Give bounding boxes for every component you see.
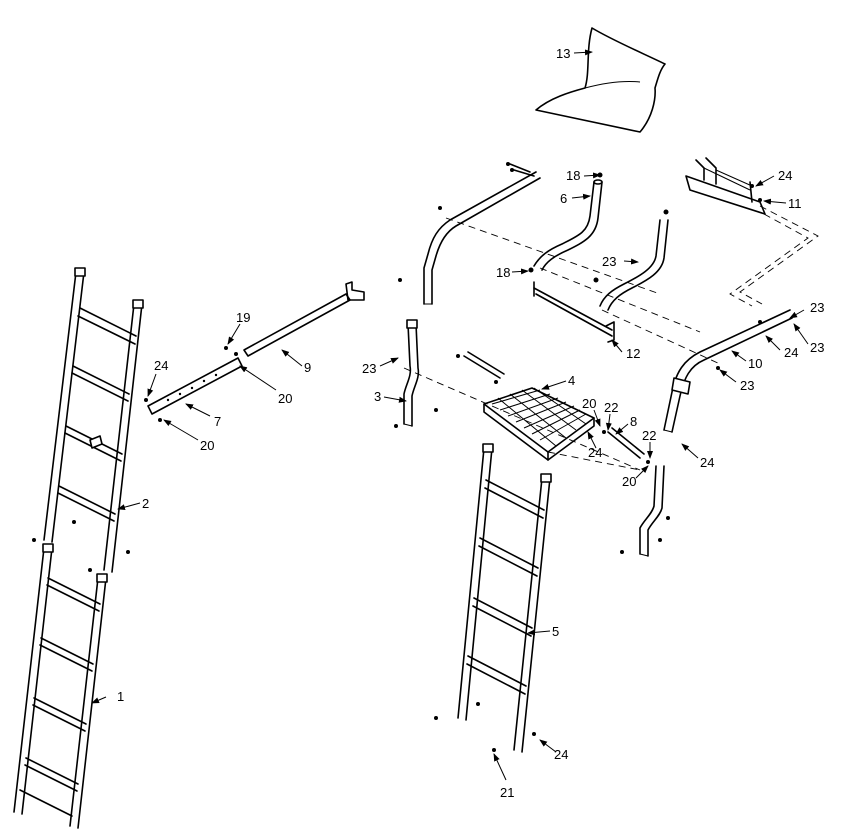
callout-6: 6 <box>560 191 567 206</box>
part-platform-mesh <box>456 351 595 461</box>
callout-24-arm: 24 <box>154 358 168 373</box>
callout-8: 8 <box>630 414 637 429</box>
callout-21: 21 <box>500 785 514 800</box>
callout-18-top: 18 <box>566 168 580 183</box>
part-front-right-leg <box>620 465 670 557</box>
part-main-seat-frame <box>663 309 793 433</box>
callout-23-frame: 23 <box>740 378 754 393</box>
callout-24-frame: 24 <box>784 345 798 360</box>
part-footrest-bracket <box>685 157 766 215</box>
part-seat-fabric <box>535 27 666 133</box>
part-arm-bar <box>224 281 365 357</box>
callout-5: 5 <box>552 624 559 639</box>
callout-23-tube: 23 <box>602 254 616 269</box>
callout-11: 11 <box>788 196 802 211</box>
callout-23-top-right: 23 <box>810 300 824 315</box>
callout-24-bracket: 24 <box>778 168 792 183</box>
callout-24-ladder: 24 <box>554 747 568 762</box>
callout-4: 4 <box>568 373 575 388</box>
callout-20-platform: 20 <box>582 396 596 411</box>
callout-9: 9 <box>304 360 311 375</box>
callout-2: 2 <box>142 496 149 511</box>
callout-19: 19 <box>236 310 250 325</box>
part-rear-leg <box>394 319 438 428</box>
callout-18-mid: 18 <box>496 265 510 280</box>
callout-labels: 1 2 3 4 5 6 7 8 9 10 11 12 13 18 18 19 2… <box>117 46 824 800</box>
alignment-lines <box>403 205 819 471</box>
part-cross-bar <box>533 281 615 343</box>
callout-22-upper: 22 <box>604 400 618 415</box>
part-right-curved-tube <box>593 209 669 311</box>
callout-20-left: 20 <box>200 438 214 453</box>
callout-20-right: 20 <box>622 474 636 489</box>
callout-7: 7 <box>214 414 221 429</box>
part-upper-ladder <box>32 267 144 573</box>
part-backrest-frame <box>398 162 541 305</box>
callout-22-lower: 22 <box>642 428 656 443</box>
callout-3: 3 <box>374 389 381 404</box>
part-upper-curved-rail <box>528 172 603 273</box>
leader-arrows <box>91 49 809 781</box>
callout-13: 13 <box>556 46 570 61</box>
callout-23-right: 23 <box>810 340 824 355</box>
part-lower-ladder <box>13 543 108 829</box>
callout-20-arm: 20 <box>278 391 292 406</box>
part-center-ladder <box>434 443 552 753</box>
callout-1: 1 <box>117 689 124 704</box>
callout-10: 10 <box>748 356 762 371</box>
callout-24-platform: 24 <box>588 445 602 460</box>
callout-24-leg: 24 <box>700 455 714 470</box>
callout-23-leg: 23 <box>362 361 376 376</box>
callout-12: 12 <box>626 346 640 361</box>
